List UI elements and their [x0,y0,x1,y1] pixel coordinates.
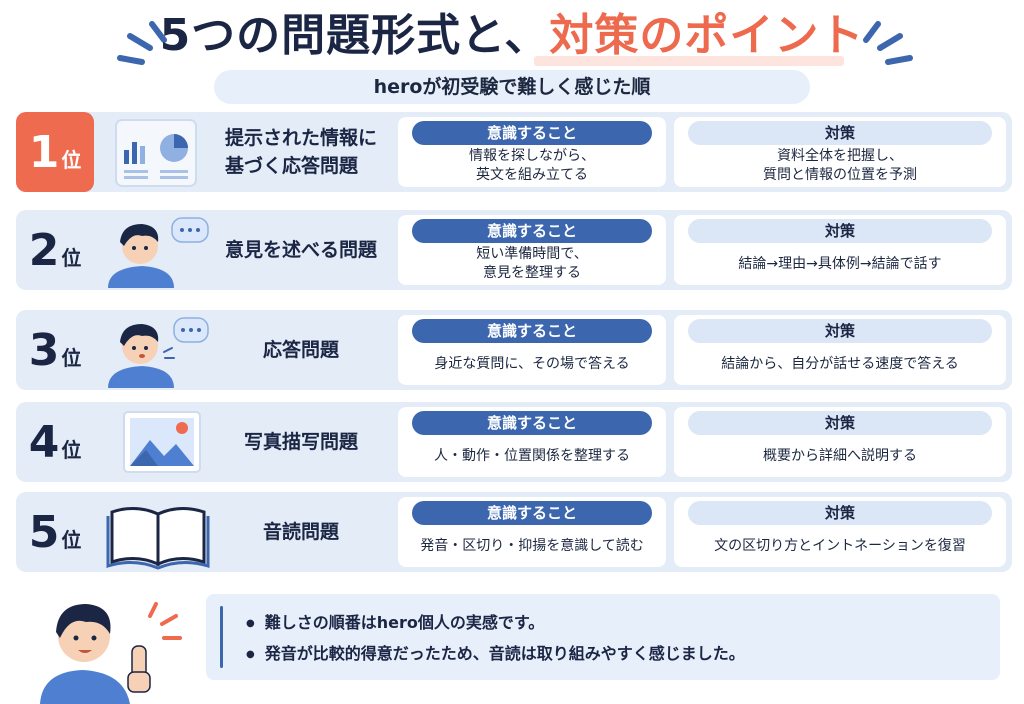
thinking-person-icon [108,217,209,288]
chart-document-icon [115,119,197,187]
ishiki-label: 意識すること [412,121,652,145]
taisaku-card: 対策 結論から、自分が話せる速度で答える [674,315,1006,385]
taisaku-label: 対策 [688,219,992,243]
note-item: 発音が比較的得意だったため、音読は取り組みやすく感じました。 [246,639,745,670]
rank-suffix: 位 [61,437,82,462]
note-item: 難しさの順番はhero個人の実感です。 [246,608,745,639]
taisaku-label: 対策 [688,121,992,145]
taisaku-label: 対策 [688,319,992,343]
note-list: 難しさの順番はhero個人の実感です。 発音が比較的得意だったため、音読は取り組… [246,608,745,670]
ishiki-text: 情報を探しながら、 英文を組み立てる [469,148,595,183]
rank-suffix: 位 [61,345,82,370]
taisaku-text: 結論から、自分が話せる速度で答える [721,355,959,372]
title-main: 5つの問題形式と、 [159,10,550,61]
taisaku-text: 概要から詳細へ説明する [763,447,917,464]
title-accent: 対策のポイント [549,10,865,61]
ishiki-text: 短い準備時間で、 意見を整理する [476,246,588,281]
rank-number: 3 [28,324,60,376]
rank-suffix: 位 [61,147,82,172]
taisaku-card: 対策 概要から詳細へ説明する [674,407,1006,477]
page-subtitle: heroが初受験で難しく感じた順 [214,70,810,104]
rank-suffix: 位 [61,527,82,552]
taisaku-card: 対策 文の区切り方とイントネーションを復習 [674,497,1006,567]
ishiki-card: 意識すること 身近な質問に、その場で答える [398,315,666,385]
sparkle-lines-left-icon [117,21,167,65]
landscape-photo-icon [123,411,201,473]
question-type-title: 音読問題 [262,521,339,543]
ishiki-label: 意識すること [412,319,652,343]
note-box: 難しさの順番はhero個人の実感です。 発音が比較的得意だったため、音読は取り組… [206,594,1000,680]
rank-suffix: 位 [61,245,82,270]
speaking-person-icon [108,317,209,388]
question-type-title: 写真描写問題 [243,431,358,453]
rank-number: 1 [28,126,60,178]
ishiki-text: 身近な質問に、その場で答える [434,355,630,372]
ishiki-text: 発音・区切り・抑揚を意識して読む [420,537,644,554]
ishiki-text: 人・動作・位置関係を整理する [434,447,630,464]
sparkle-lines-right-icon [863,21,913,65]
taisaku-text: 結論→理由→具体例→結論で話す [738,255,942,272]
ishiki-label: 意識すること [412,219,652,243]
question-type-title: 提示された情報に 基づく応答問題 [224,127,377,177]
ishiki-label: 意識すること [412,411,652,435]
rank-number: 5 [28,506,60,558]
question-type-title: 応答問題 [262,339,339,361]
question-type-title: 意見を述べる問題 [224,239,377,261]
rank-number: 4 [28,416,60,468]
title-highlight [534,56,844,66]
note-accent-bar [220,606,223,668]
ishiki-card: 意識すること 情報を探しながら、 英文を組み立てる [398,117,666,187]
taisaku-card: 対策 結論→理由→具体例→結論で話す [674,215,1006,285]
ishiki-card: 意識すること 短い準備時間で、 意見を整理する [398,215,666,285]
taisaku-text: 文の区切り方とイントネーションを復習 [714,537,966,554]
ishiki-card: 意識すること 人・動作・位置関係を整理する [398,407,666,477]
ishiki-card: 意識すること 発音・区切り・抑揚を意識して読む [398,497,666,567]
ishiki-label: 意識すること [412,501,652,525]
taisaku-label: 対策 [688,501,992,525]
taisaku-label: 対策 [688,411,992,435]
page-title: 5つの問題形式と、対策のポイント [0,6,1024,66]
taisaku-text: 資料全体を把握し、 質問と情報の位置を予測 [763,148,917,183]
rank-number: 2 [28,224,60,276]
taisaku-card: 対策 資料全体を把握し、 質問と情報の位置を予測 [674,117,1006,187]
pointing-person-icon [40,602,182,704]
open-book-icon [106,507,210,570]
